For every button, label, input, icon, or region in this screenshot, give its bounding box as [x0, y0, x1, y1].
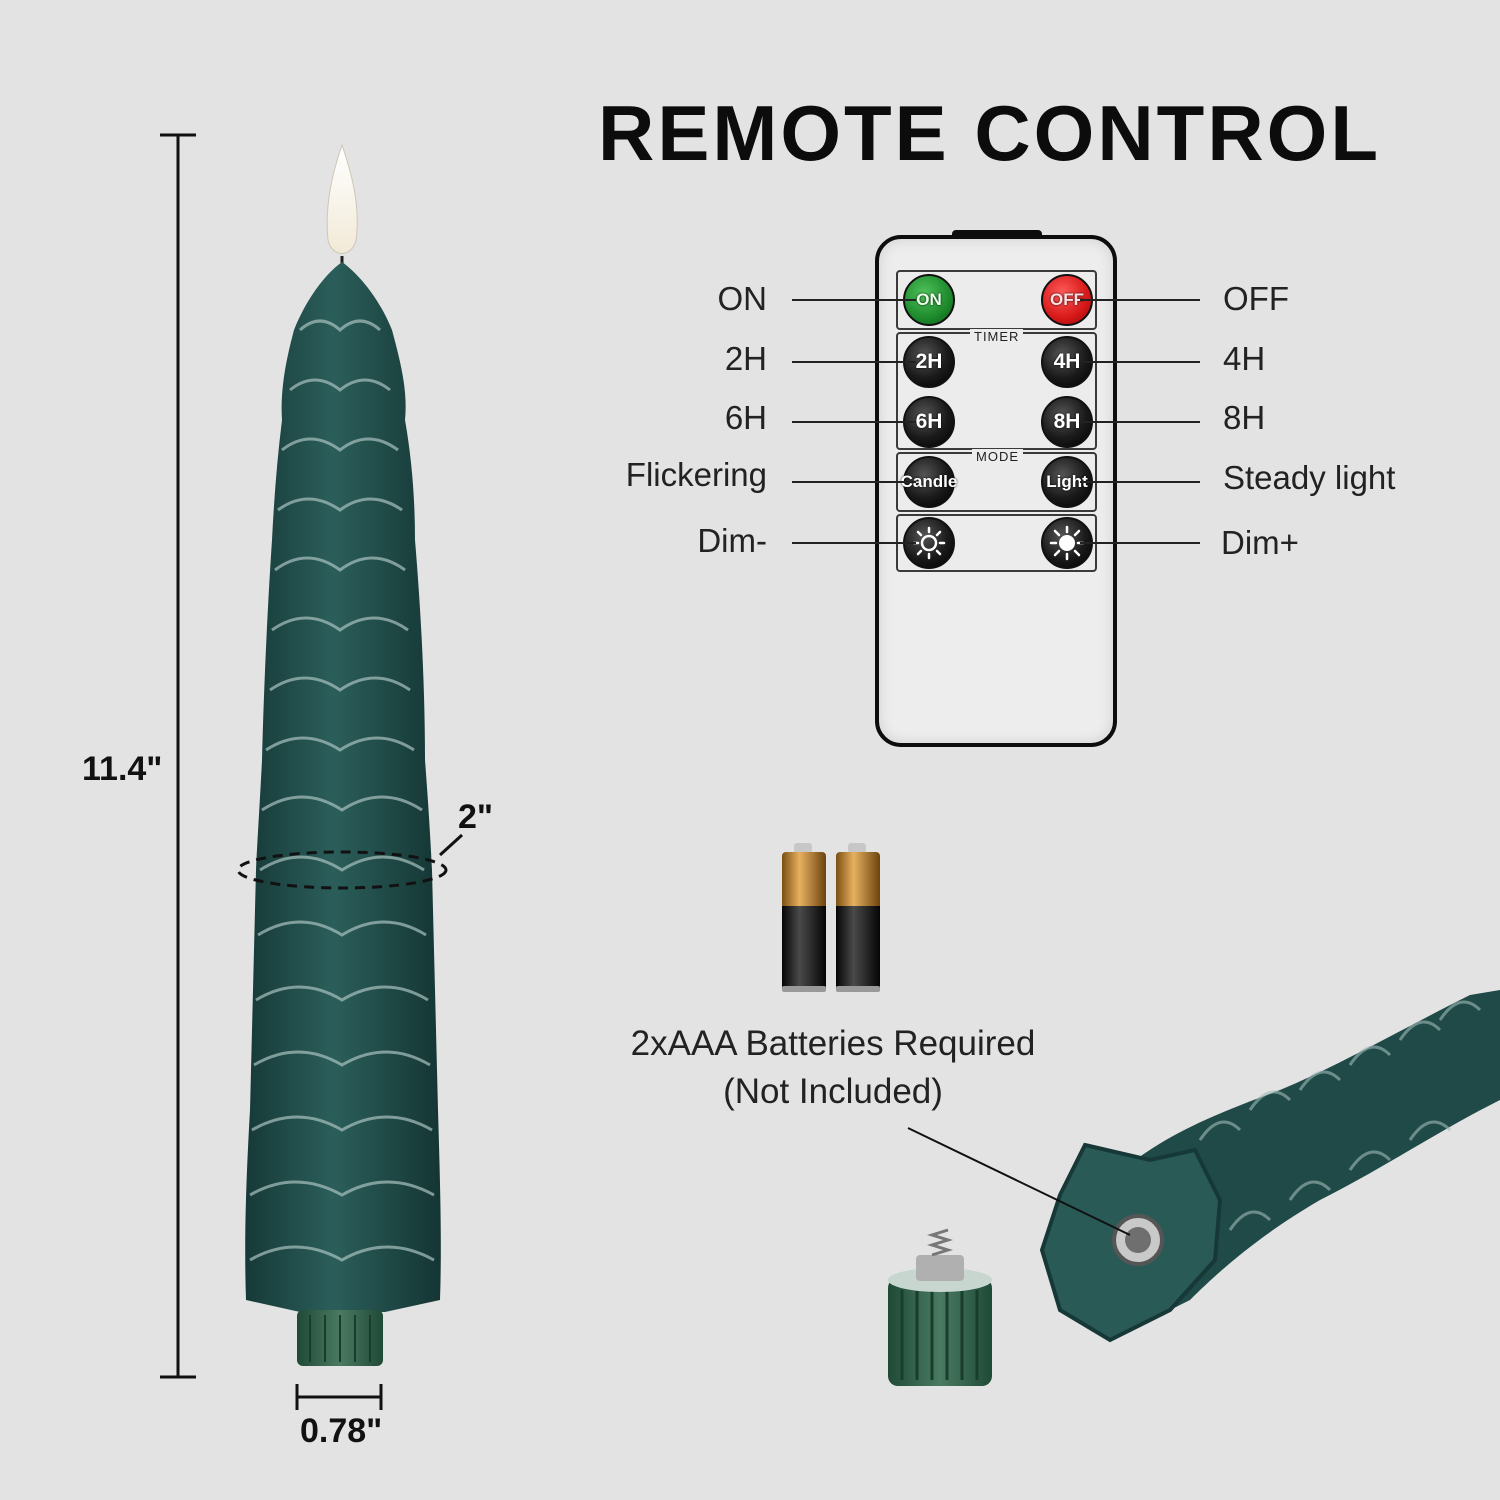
socket-pointer-line — [907, 1127, 1131, 1236]
diameter-label: 2" — [458, 798, 494, 836]
battery-note-line2: (Not Included) — [723, 1072, 943, 1111]
battery-note: 2xAAA Batteries Required (Not Included) — [573, 1020, 1093, 1116]
base-width-dimension-line — [295, 1384, 383, 1410]
h2-connector-line — [792, 361, 916, 363]
off-connector-line — [1080, 299, 1200, 301]
steady-light-label: Steady light — [1223, 459, 1396, 496]
on-button[interactable]: ON — [903, 274, 955, 326]
lying-candle-image — [1039, 990, 1500, 1343]
height-label: 11.4" — [82, 750, 163, 788]
mode-section-label: MODE — [972, 449, 1023, 464]
candle-bottom-face — [1039, 1142, 1223, 1343]
h8-connector-line — [1080, 421, 1200, 423]
aaa-battery-icon — [782, 843, 880, 992]
on-connector-line — [792, 299, 916, 301]
candle-base-stem — [297, 1310, 383, 1366]
tree-body — [245, 262, 441, 1312]
base-cap-image — [888, 1228, 992, 1386]
page-title: REMOTE CONTROL — [598, 89, 1381, 177]
sun-filled-icon — [1049, 525, 1085, 561]
flame — [326, 143, 358, 254]
tree-scales — [249, 319, 435, 1262]
h2-label: 2H — [724, 340, 767, 377]
battery-note-line1: 2xAAA Batteries Required — [630, 1024, 1036, 1063]
flickering-label: Flickering — [625, 456, 767, 493]
dim-plus-connector-line — [1080, 542, 1200, 544]
candle-mode-button[interactable]: Candle — [901, 456, 957, 508]
base-width-label: 0.78" — [300, 1412, 383, 1450]
light-mode-button[interactable]: Light — [1041, 456, 1093, 508]
flickering-connector-line — [792, 481, 916, 483]
h6-label: 6H — [724, 399, 767, 436]
h8-label: 8H — [1223, 399, 1266, 436]
dim-plus-label: Dim+ — [1221, 524, 1299, 561]
on-label: ON — [717, 280, 768, 317]
off-label: OFF — [1223, 280, 1289, 317]
h4-label: 4H — [1223, 340, 1266, 377]
dim-minus-label: Dim- — [697, 522, 767, 559]
sun-outline-icon — [912, 526, 946, 560]
diameter-indicator — [236, 850, 448, 890]
height-dimension-line — [160, 133, 196, 1379]
steady-connector-line — [1080, 481, 1200, 483]
timer-section-label: TIMER — [970, 329, 1024, 344]
h6-connector-line — [792, 421, 916, 423]
battery-socket — [1112, 1214, 1164, 1266]
dim-minus-connector-line — [792, 542, 916, 544]
h4-connector-line — [1080, 361, 1200, 363]
